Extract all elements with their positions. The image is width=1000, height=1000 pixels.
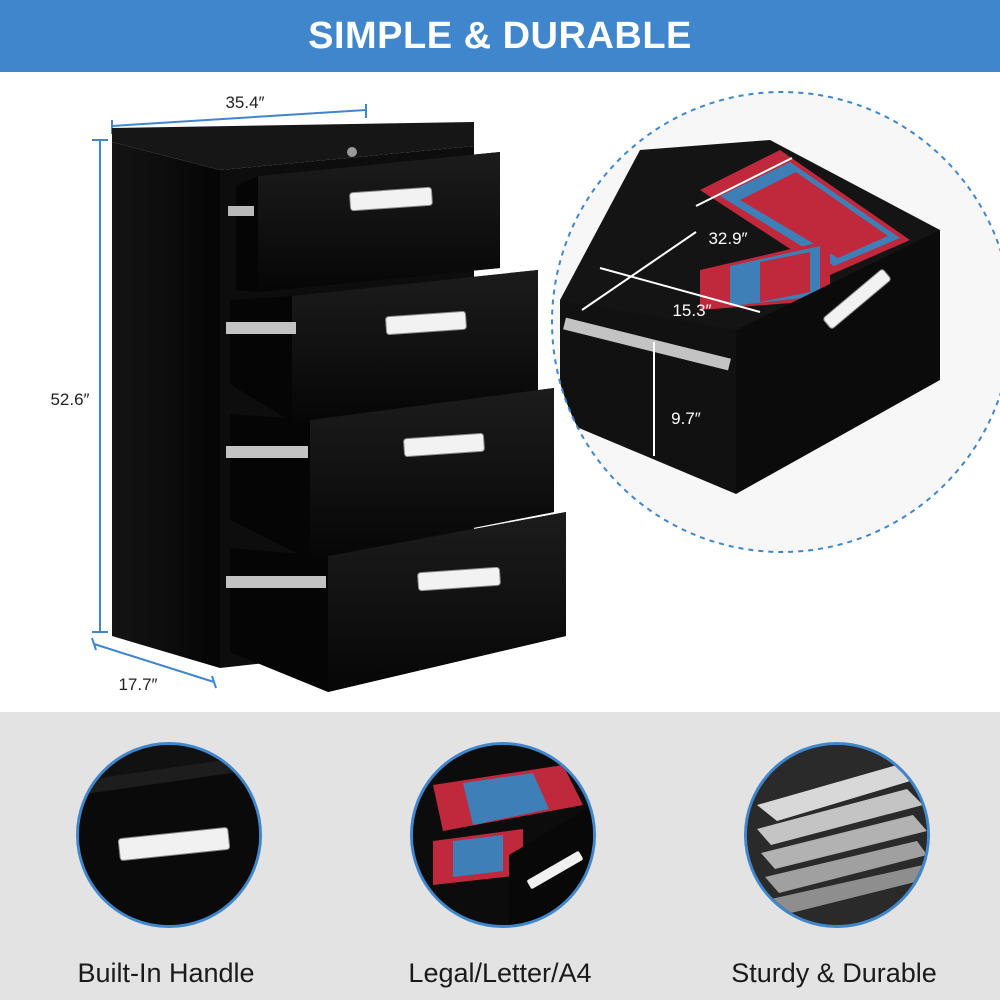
drawer-4: [226, 512, 566, 692]
drawer-2-handle: [385, 310, 467, 336]
handle-closeup-image: [76, 742, 262, 928]
drawer-3-handle: [403, 432, 485, 458]
feature-sturdy-durable: Sturdy & Durable: [714, 742, 954, 992]
hanging-folders: [700, 150, 910, 310]
feature-label-legal-letter-a4: Legal/Letter/A4: [408, 958, 592, 988]
lock-icon: [347, 147, 357, 157]
drawer-length-label: 32.9″: [708, 229, 747, 248]
width-dimension-label: 35.4″: [225, 93, 264, 112]
feature-panel: Built-In Handle Legal/Letter/A4: [0, 712, 1000, 1000]
cabinet-illustration: 35.4″ 52.6″ 17.7″: [50, 91, 1000, 694]
depth-dimension-label: 17.7″: [118, 675, 157, 694]
drawer-width-label: 15.3″: [672, 301, 711, 320]
product-hero: 35.4″ 52.6″ 17.7″: [0, 72, 1000, 712]
feature-legal-letter-a4: Legal/Letter/A4: [380, 742, 620, 992]
drawer-2: [226, 270, 538, 422]
zoom-drawer-handle: [823, 269, 891, 329]
feature-label-built-in-handle: Built-In Handle: [77, 958, 255, 988]
drawer-1-handle: [349, 186, 433, 212]
drawer-3: [226, 388, 554, 560]
folders-closeup-image: [410, 742, 596, 928]
drawer-4-handle: [417, 566, 501, 592]
banner-title: SIMPLE & DURABLE: [308, 14, 692, 57]
height-dimension-label: 52.6″: [50, 390, 89, 409]
drawer-zoom-view: 32.9″ 15.3″ 9.7″: [551, 91, 1000, 553]
feature-built-in-handle: Built-In Handle: [46, 742, 286, 992]
steel-sheets-image: [744, 742, 930, 928]
drawer-height-label: 9.7″: [671, 409, 701, 428]
dimension-lines: [91, 104, 367, 689]
drawer-1: [228, 152, 500, 292]
feature-label-sturdy-durable: Sturdy & Durable: [731, 958, 937, 988]
banner: SIMPLE & DURABLE: [0, 0, 1000, 72]
